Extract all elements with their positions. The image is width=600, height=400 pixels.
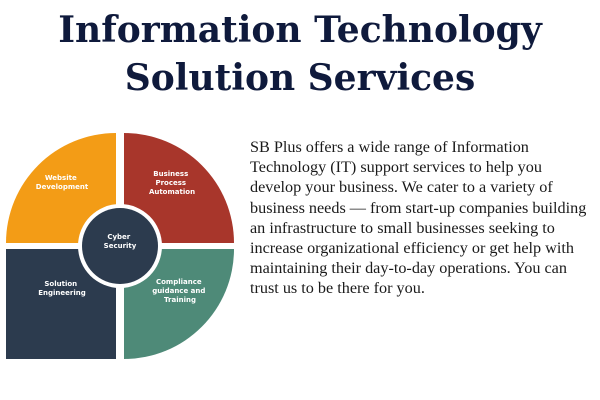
center-cyber-security	[82, 208, 158, 284]
label-compliance-guidance-training: Compliance guidance and Training	[152, 278, 208, 304]
segment-website-development	[6, 133, 116, 243]
label-website-development: Website Development	[36, 174, 89, 191]
page-title: Information Technology Solution Services	[0, 6, 600, 102]
title-line-2: Solution Services	[124, 57, 476, 99]
segment-solution-engineering	[6, 249, 116, 359]
segment-business-process-automation	[124, 133, 234, 243]
label-solution-engineering: Solution Engineering	[38, 280, 86, 297]
segment-compliance-guidance-training	[124, 249, 234, 359]
label-cyber-security: Cyber Security	[104, 233, 137, 250]
description-paragraph: SB Plus offers a wide range of Informati…	[250, 138, 587, 298]
label-business-process-automation: Business Process Automation	[149, 170, 195, 196]
title-line-1: Information Technology	[58, 9, 542, 51]
services-diagram: Website Development Business Process Aut…	[6, 133, 234, 359]
